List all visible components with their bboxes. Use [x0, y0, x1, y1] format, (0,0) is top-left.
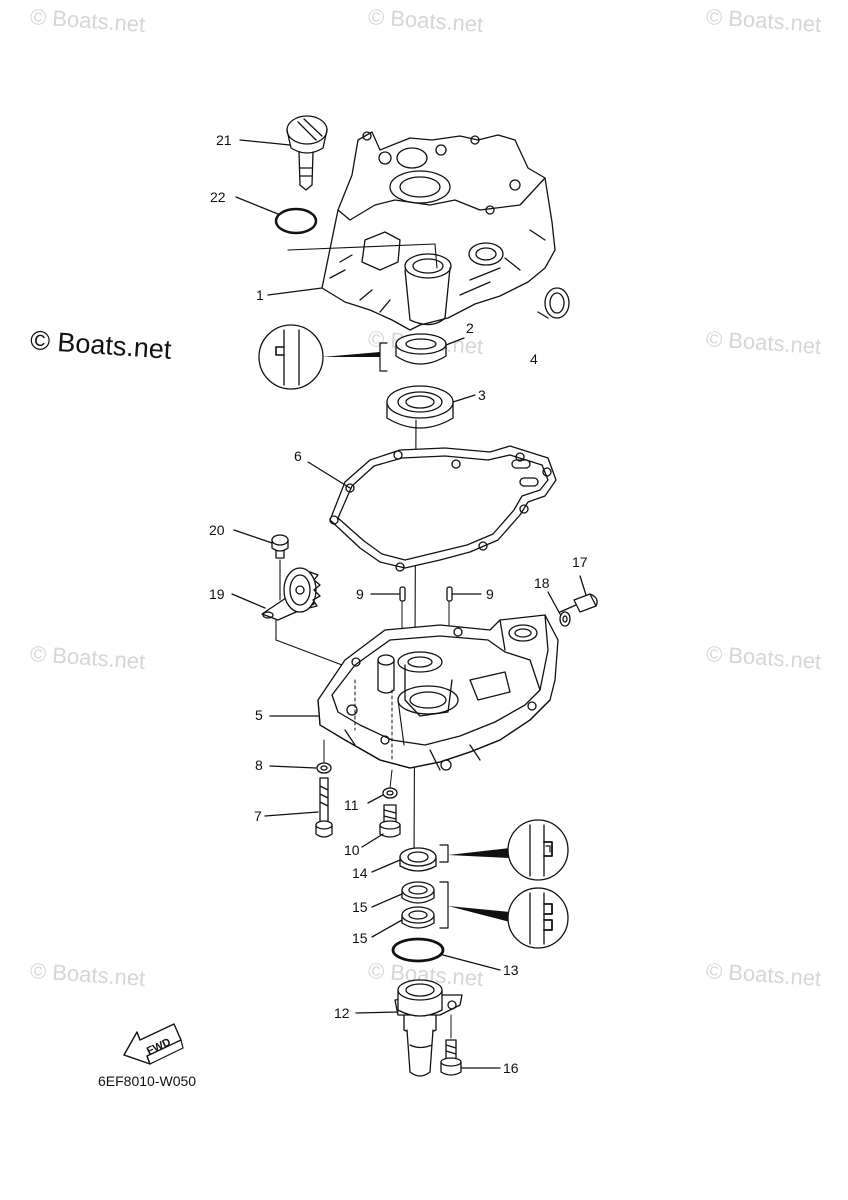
bolt	[315, 777, 333, 838]
callout-5: 5	[255, 707, 263, 723]
washer	[382, 769, 398, 799]
gasket	[329, 445, 557, 572]
callout-9: 9	[356, 586, 364, 602]
o-ring	[391, 937, 445, 963]
callout-3: 3	[478, 387, 486, 403]
callout-21: 21	[216, 132, 232, 148]
callout-9: 9	[486, 586, 494, 602]
bolt	[379, 804, 401, 838]
dowel-pin	[446, 586, 453, 631]
callout-15: 15	[352, 930, 368, 946]
seal-installation-detail	[258, 324, 324, 390]
callout-10: 10	[344, 842, 360, 858]
callout-14: 14	[352, 865, 368, 881]
callout-1: 1	[256, 287, 264, 303]
crankshaft-oil-seal	[395, 333, 447, 365]
bearing-installation-detail	[507, 819, 569, 881]
callout-22: 22	[210, 189, 226, 205]
o-ring	[274, 207, 318, 235]
lower-casing	[317, 614, 559, 771]
seal-installation-detail	[507, 887, 569, 949]
bolt	[271, 534, 289, 601]
callout-17: 17	[572, 554, 588, 570]
callout-16: 16	[503, 1060, 519, 1076]
oil-strainer-housing	[394, 979, 463, 1077]
callout-12: 12	[334, 1005, 350, 1021]
callout-13: 13	[503, 962, 519, 978]
callout-15: 15	[352, 899, 368, 915]
ball-bearing	[386, 385, 454, 429]
diagram-code: 6EF8010-W050	[98, 1073, 197, 1089]
drain-bolt	[559, 593, 598, 613]
dowel-pin	[399, 586, 406, 631]
callout-8: 8	[255, 757, 263, 773]
oil-filler-cap	[286, 115, 328, 191]
ball-bearing	[399, 847, 437, 872]
callout-19: 19	[209, 586, 225, 602]
oil-seal	[401, 881, 435, 904]
bolt	[440, 1014, 462, 1076]
oil-seal	[544, 287, 570, 319]
callout-4: 4	[530, 351, 538, 367]
callout-2: 2	[466, 320, 474, 336]
oil-seal	[401, 906, 435, 929]
callout-7: 7	[254, 808, 262, 824]
washer	[316, 739, 332, 774]
oil-pump-gear-plate	[261, 567, 356, 701]
upper-casing	[287, 131, 556, 331]
callout-11: 11	[344, 797, 359, 813]
gasket-washer	[559, 611, 571, 627]
callout-20: 20	[209, 522, 225, 538]
callout-6: 6	[294, 448, 302, 464]
callout-18: 18	[534, 575, 550, 591]
forward-direction-arrow	[123, 1023, 184, 1065]
